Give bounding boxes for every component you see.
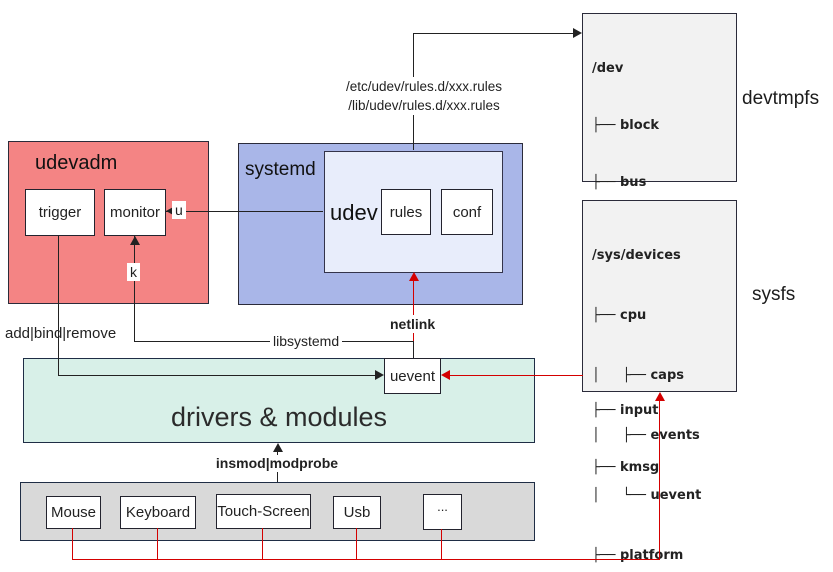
device-keyboard-label: Keyboard (125, 504, 191, 521)
trigger-label: trigger (38, 204, 82, 221)
monitor-k-line-vertical (134, 236, 135, 341)
uevent-left-arrowhead (375, 370, 384, 380)
device-touch-screen: Touch-Screen (216, 494, 311, 529)
sys-tree-row: │ ├── caps (592, 368, 684, 383)
dev-tree-row: ├── kmsg (592, 460, 660, 475)
sys-tree-row: ├── cpu (592, 308, 647, 323)
udev-netlink-arrowhead (409, 272, 419, 281)
udev-to-dev-line-horizontal (413, 33, 576, 34)
device-usb: Usb (333, 496, 381, 529)
udev-title: udev (330, 200, 378, 225)
u-label: u (172, 201, 186, 219)
device-others: ... (423, 494, 462, 530)
uevent-box: uevent (384, 358, 441, 394)
device-mouse: Mouse (46, 496, 101, 529)
trigger-box: trigger (25, 189, 95, 236)
sysfs-red-line-vertical (659, 400, 660, 559)
rules-paths-label: /etc/udev/rules.d/xxx.rules /lib/udev/ru… (318, 77, 530, 115)
devtmpfs-label: devtmpfs (742, 88, 820, 109)
dev-tree-row: ├── block (592, 118, 660, 133)
sys-tree-row: │ └── uevent (592, 488, 702, 503)
udevadm-title: udevadm (35, 152, 118, 174)
monitor-u-arrowhead (166, 206, 175, 216)
rules-box: rules (381, 189, 431, 235)
drivers-modules-box: drivers & modules (23, 358, 535, 443)
monitor-label: monitor (109, 204, 161, 221)
netlink-line-vertical (413, 279, 414, 341)
libsystemd-line-vertical (413, 341, 414, 358)
conf-box: conf (441, 189, 493, 235)
devtmpfs-tree-box: /dev ├── block ├── bus ├── cpu ├── disk … (582, 13, 737, 475)
rules-path-lib: /lib/udev/rules.d/xxx.rules (348, 98, 500, 113)
dev-tree-row: ├── bus (592, 175, 647, 190)
mouse-red-line (72, 528, 73, 560)
rules-path-etc: /etc/udev/rules.d/xxx.rules (345, 79, 503, 94)
udev-box: udev rules conf (324, 151, 503, 273)
trigger-line-horizontal (58, 375, 376, 376)
monitor-k-arrowhead (130, 236, 140, 245)
sys-tree-row: /sys/devices (592, 248, 681, 263)
k-label: k (127, 263, 140, 281)
keyboard-red-line (157, 528, 158, 560)
usb-red-line (356, 528, 357, 560)
libsystemd-label: libsystemd (270, 332, 343, 350)
sysfs-label: sysfs (752, 284, 796, 305)
dev-tree-row: /dev (592, 61, 624, 76)
devices-box: Mouse Keyboard Touch-Screen Usb ... (20, 482, 535, 541)
uevent-label: uevent (389, 367, 436, 385)
sys-tree-row: │ ├── events (592, 428, 700, 443)
trigger-line-vertical (58, 236, 59, 375)
device-touch-screen-label: Touch-Screen (217, 503, 310, 520)
dev-arrowhead (573, 28, 582, 38)
device-mouse-label: Mouse (50, 504, 97, 521)
others-red-line (441, 529, 442, 560)
rules-label: rules (389, 203, 423, 221)
touch-screen-red-line (262, 528, 263, 560)
sysfs-tree-box: /sys/devices ├── cpu │ ├── caps │ ├── ev… (582, 200, 737, 563)
sys-tree: /sys/devices ├── cpu │ ├── caps │ ├── ev… (583, 201, 736, 572)
dev-tree-row: ├── input (592, 403, 659, 418)
drivers-modules-label: drivers & modules (170, 402, 388, 432)
device-keyboard: Keyboard (120, 496, 196, 529)
device-others-label: ... (437, 499, 448, 514)
drivers-insmod-arrowhead (273, 443, 283, 452)
conf-label: conf (452, 203, 482, 221)
systemd-title: systemd (245, 159, 316, 180)
netlink-label: netlink (387, 315, 439, 333)
sys-tree-row: ├── platform (592, 548, 684, 563)
systemd-box: systemd udev rules conf (238, 143, 523, 305)
insmod-modprobe-label: insmod|modprobe (203, 455, 351, 472)
udev-to-monitor-line (166, 211, 323, 212)
add-bind-remove-label: add|bind|remove (5, 325, 117, 342)
monitor-box: monitor (104, 189, 166, 236)
devices-red-bus-line (72, 559, 660, 560)
device-usb-label: Usb (343, 504, 371, 521)
sysfs-bottom-arrowhead (655, 392, 665, 401)
sysfs-to-uevent-line (449, 375, 583, 376)
uevent-right-arrowhead (441, 370, 450, 380)
